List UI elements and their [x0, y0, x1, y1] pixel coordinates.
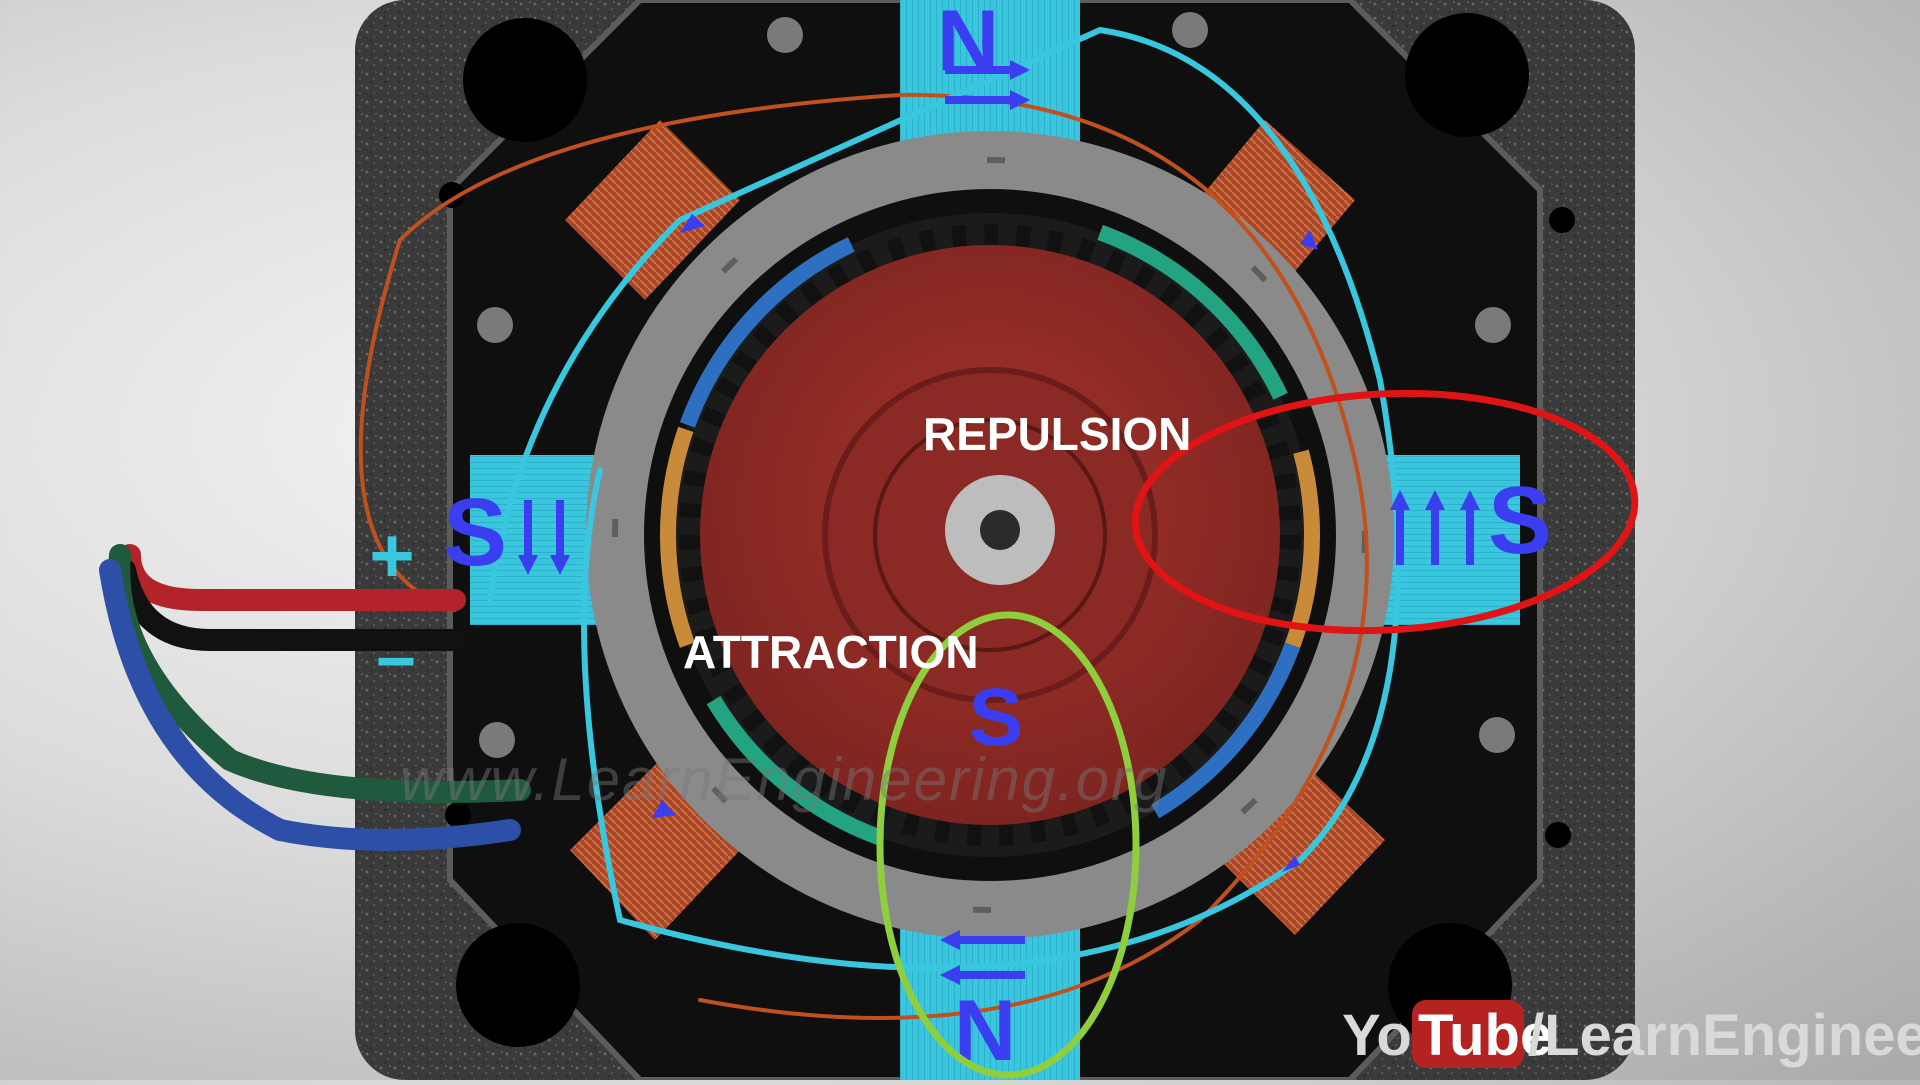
coil-top-left [565, 120, 740, 300]
repulsion-label: REPULSION [923, 408, 1191, 460]
minus-sign: − [376, 622, 417, 700]
rotor-pole-label: S [969, 672, 1024, 763]
wire-blue [99, 559, 521, 851]
brand-channel: /LearnEngineering [1528, 1003, 1920, 1068]
rotor [700, 245, 1280, 825]
mounting-holes [439, 13, 1575, 1047]
coil-bottom [900, 920, 1080, 1080]
mount-hole-top-right [1405, 13, 1529, 137]
lead-wires [99, 26, 1401, 1020]
current-arrows [518, 60, 1480, 985]
arrow-icon [680, 214, 705, 233]
pole-label-right: S [1488, 467, 1552, 574]
watermark: www.LearnEngineering.org [400, 746, 1168, 813]
plus-sign: + [369, 511, 415, 599]
mount-hole-bottom-left [456, 923, 580, 1047]
brand-tube: Tube [1418, 1003, 1552, 1068]
mount-hole-top-left [463, 18, 587, 142]
attraction-ring [876, 611, 1140, 1079]
attraction-label: ATTRACTION [683, 626, 979, 678]
arrow-icon [1300, 230, 1318, 250]
youtube-logo-icon [1412, 1000, 1524, 1068]
repulsion-ring [1131, 389, 1639, 635]
youtube-branding: You Tube /LearnEngineering [1342, 1000, 1920, 1068]
arrow-icon [652, 800, 676, 818]
pole-label-left: S [443, 479, 507, 586]
pole-label-top: N [937, 0, 999, 89]
stator-screws [477, 12, 1515, 758]
arrow-icon [1282, 856, 1300, 872]
